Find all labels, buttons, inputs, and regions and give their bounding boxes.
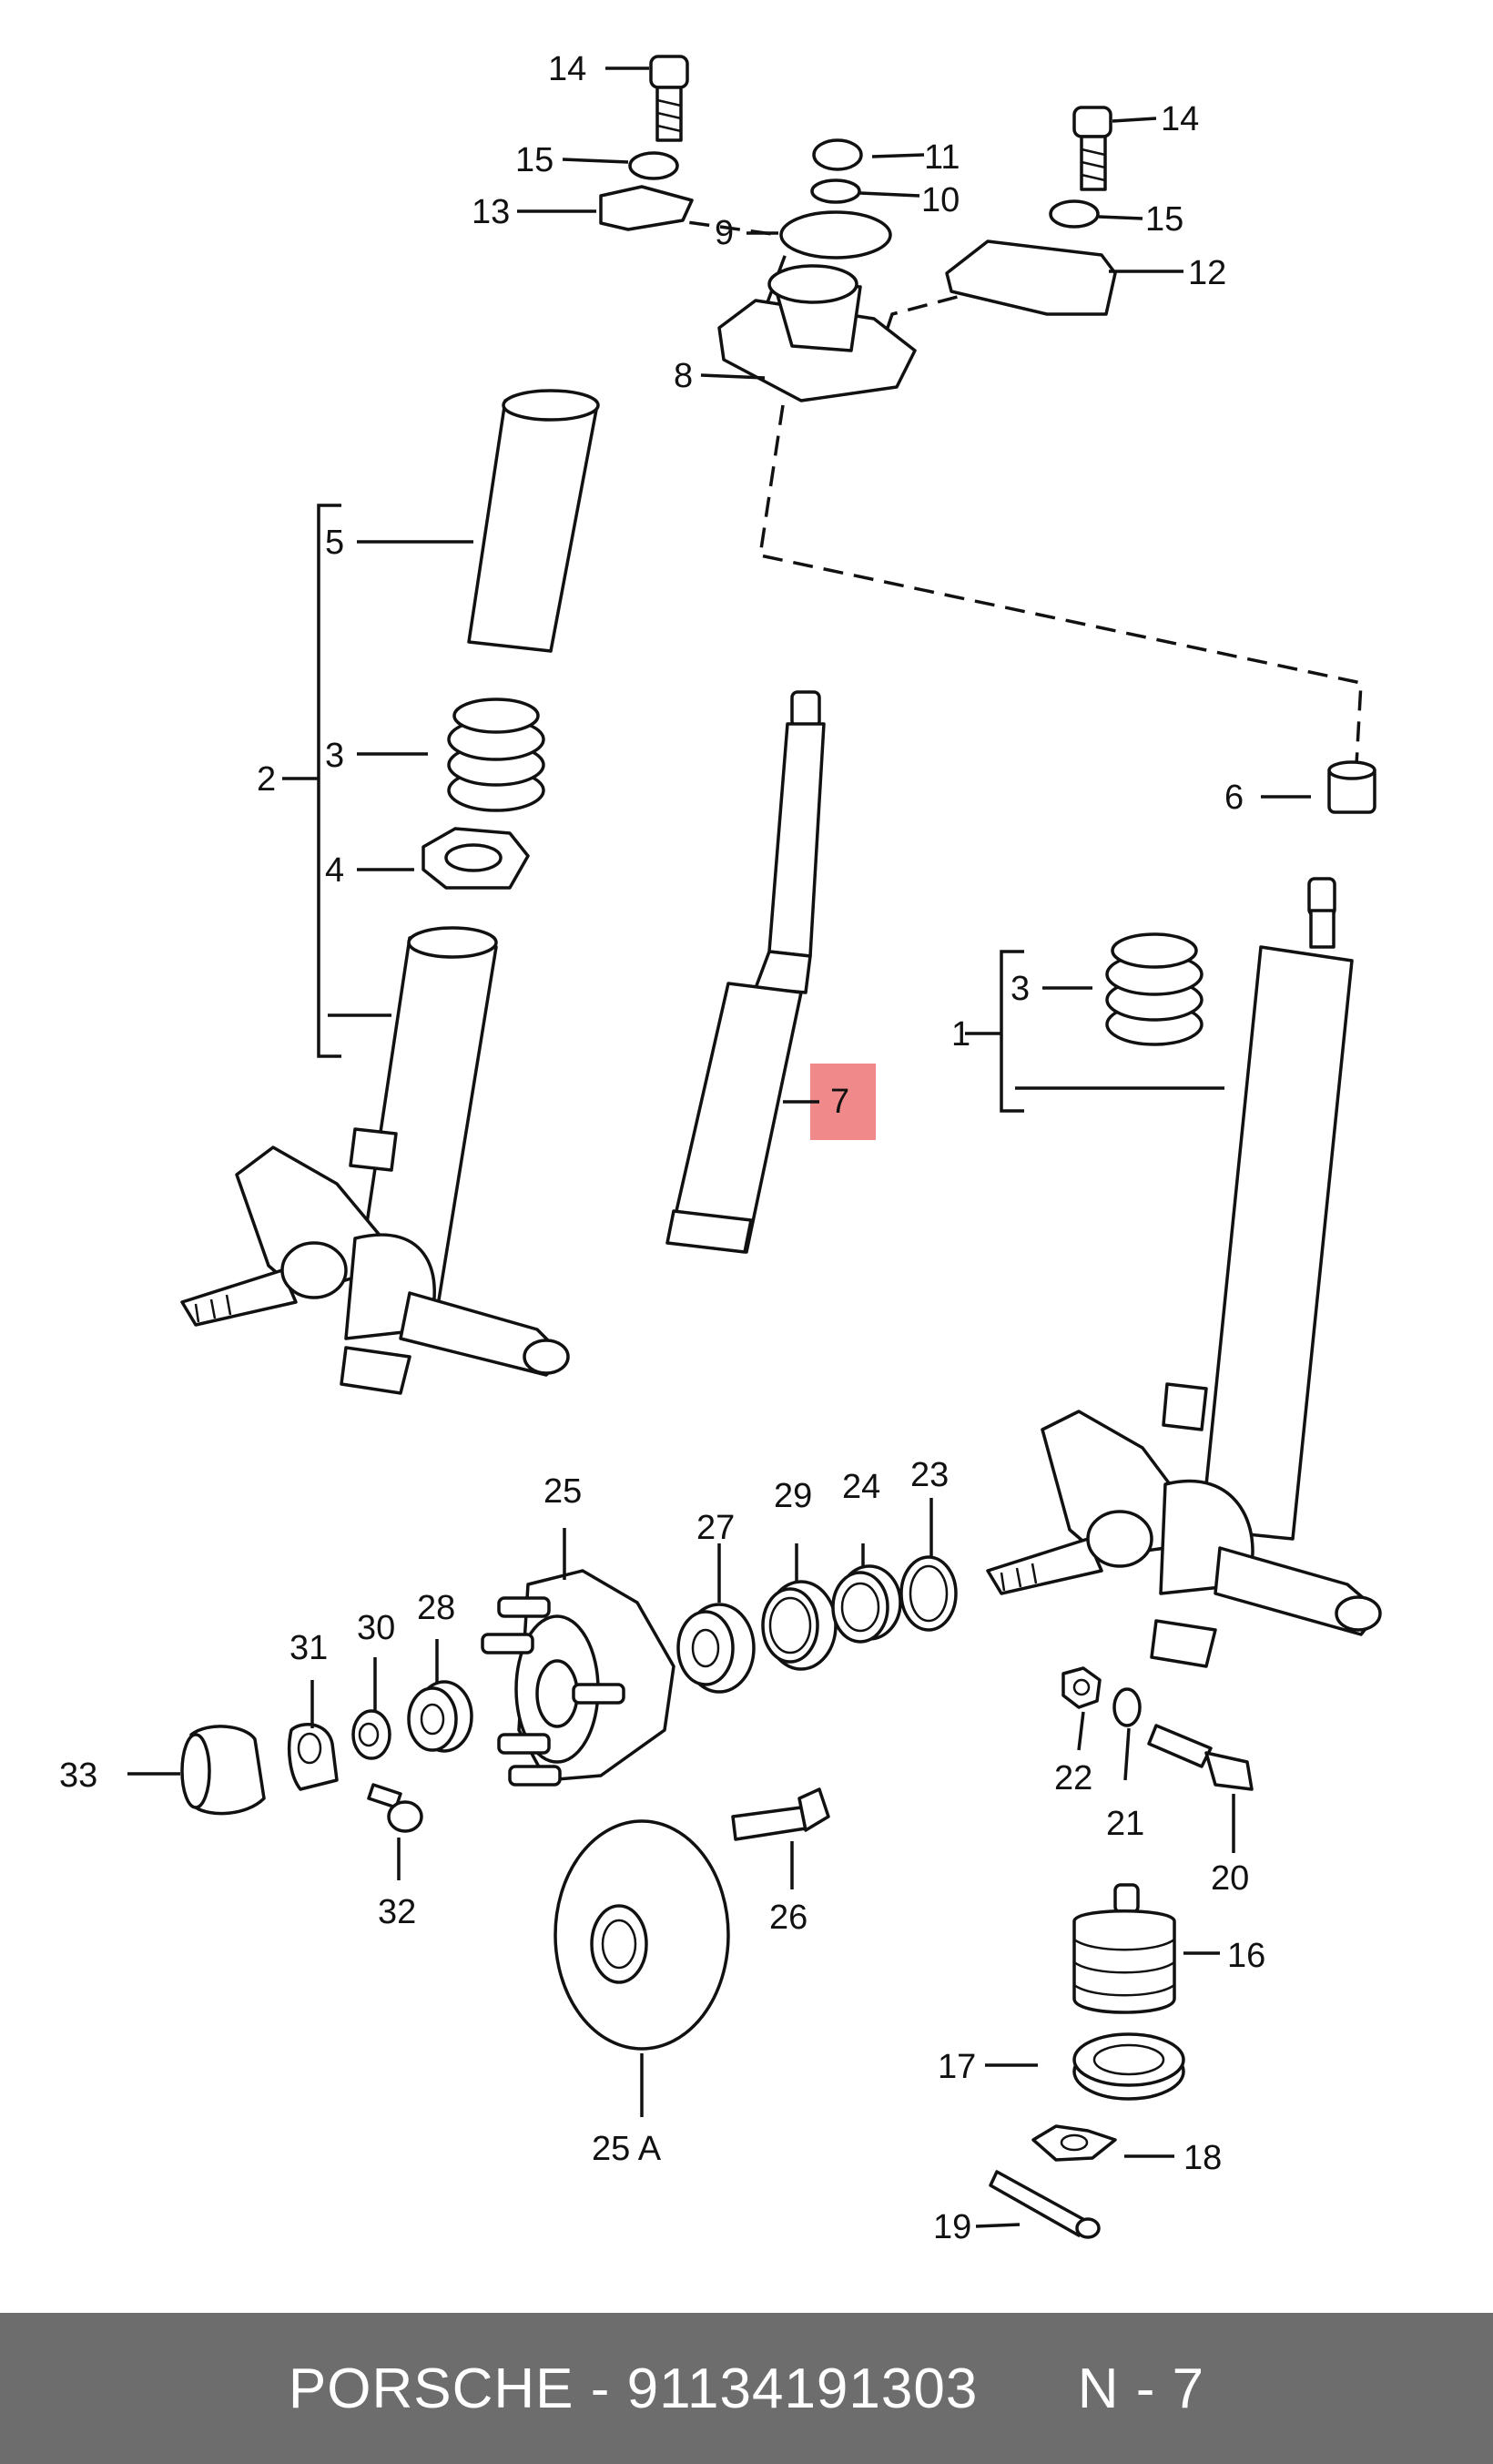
race-29 bbox=[761, 1580, 838, 1671]
hub-25 bbox=[481, 1569, 675, 1787]
label-21: 21 bbox=[1106, 1805, 1144, 1843]
bump-stop-3-left bbox=[447, 697, 545, 812]
spacer-4 bbox=[421, 827, 530, 890]
label-24: 24 bbox=[842, 1468, 880, 1506]
label-14-left: 14 bbox=[548, 50, 586, 88]
plate-13 bbox=[599, 185, 694, 231]
label-3-left: 3 bbox=[325, 737, 344, 775]
label-32: 32 bbox=[378, 1893, 416, 1931]
label-15-left: 15 bbox=[515, 141, 554, 179]
washer-10 bbox=[810, 178, 861, 204]
label-14-right: 14 bbox=[1161, 100, 1199, 138]
label-11: 11 bbox=[924, 138, 960, 177]
ball-joint-16 bbox=[1072, 1883, 1176, 2014]
lock-washer-18 bbox=[1031, 2124, 1117, 2162]
clamp-nut-31 bbox=[287, 1723, 339, 1791]
exploded-parts-diagram: 14 15 13 11 10 9 8 14 15 12 5 2 3 4 7 6 … bbox=[59, 50, 1382, 2246]
caption-section-number: 7 bbox=[1172, 2357, 1205, 2420]
bearing-27 bbox=[676, 1603, 756, 1694]
part-labels: 14 15 13 11 10 9 8 14 15 12 5 2 3 4 7 6 … bbox=[59, 50, 1265, 2246]
cotter-pin-19 bbox=[989, 2170, 1101, 2239]
label-5: 5 bbox=[325, 524, 344, 562]
label-8: 8 bbox=[674, 357, 693, 395]
grease-cap-33 bbox=[180, 1725, 266, 1816]
highlight-box-7 bbox=[810, 1064, 876, 1140]
dust-cover-5 bbox=[467, 389, 600, 653]
nut-11 bbox=[812, 138, 863, 171]
leader-lines bbox=[127, 66, 1235, 2228]
label-12: 12 bbox=[1188, 254, 1226, 292]
brake-disc-25a bbox=[554, 1819, 730, 2051]
bolt-14-right bbox=[1072, 106, 1112, 191]
seal-24 bbox=[831, 1564, 902, 1644]
bump-stop-3-right bbox=[1105, 932, 1204, 1046]
washer-21 bbox=[1112, 1687, 1142, 1727]
label-9: 9 bbox=[715, 214, 734, 252]
label-26: 26 bbox=[769, 1899, 807, 1937]
screw-20 bbox=[1147, 1724, 1254, 1791]
caption-part-number: 91134191303 bbox=[626, 2357, 979, 2420]
label-7: 7 bbox=[830, 1083, 849, 1121]
label-27: 27 bbox=[696, 1509, 735, 1547]
bushing-6 bbox=[1327, 760, 1376, 814]
label-13: 13 bbox=[472, 193, 510, 231]
cup-9 bbox=[779, 210, 892, 260]
label-23: 23 bbox=[910, 1456, 949, 1494]
label-30: 30 bbox=[357, 1609, 395, 1647]
label-10: 10 bbox=[921, 181, 960, 219]
label-2: 2 bbox=[257, 760, 276, 799]
caption-section: N bbox=[1077, 2357, 1120, 2420]
screw-32 bbox=[367, 1783, 423, 1833]
label-25: 25 bbox=[543, 1472, 582, 1511]
label-6: 6 bbox=[1224, 779, 1244, 817]
caption-bar: PORSCHE - 91134191303 N - 7 bbox=[0, 2313, 1493, 2464]
washer-15-right bbox=[1049, 199, 1100, 229]
label-31: 31 bbox=[289, 1629, 328, 1667]
label-33: 33 bbox=[59, 1756, 97, 1795]
label-3-right: 3 bbox=[1011, 970, 1030, 1008]
caption-separator-2: - bbox=[1119, 2357, 1173, 2420]
bracket-2 bbox=[282, 504, 341, 1058]
label-29: 29 bbox=[774, 1477, 812, 1515]
bearing-28 bbox=[407, 1680, 473, 1753]
ring-nut-17 bbox=[1072, 2032, 1185, 2101]
label-18: 18 bbox=[1183, 2139, 1222, 2177]
shock-absorber-7 bbox=[665, 690, 826, 1254]
label-22: 22 bbox=[1054, 1759, 1092, 1797]
label-4: 4 bbox=[325, 851, 344, 890]
label-28: 28 bbox=[417, 1589, 455, 1627]
bolt-14-left bbox=[649, 55, 689, 142]
caption-separator: - bbox=[574, 2357, 627, 2420]
ring-23 bbox=[899, 1555, 958, 1632]
label-25a: 25 A bbox=[592, 2130, 662, 2168]
label-16: 16 bbox=[1227, 1937, 1265, 1975]
label-19: 19 bbox=[933, 2208, 971, 2246]
left-strut-knuckle bbox=[180, 926, 570, 1395]
washer-15-left bbox=[628, 151, 679, 180]
bracket-1 bbox=[965, 950, 1224, 1113]
label-1: 1 bbox=[951, 1015, 970, 1054]
nut-22 bbox=[1061, 1666, 1102, 1709]
right-strut-knuckle bbox=[986, 877, 1382, 1668]
label-15-right: 15 bbox=[1145, 200, 1183, 239]
washer-30 bbox=[351, 1709, 391, 1760]
label-17: 17 bbox=[938, 2048, 976, 2086]
caption-brand: PORSCHE bbox=[288, 2357, 574, 2420]
label-20: 20 bbox=[1211, 1859, 1249, 1898]
bolt-26 bbox=[731, 1787, 830, 1841]
caption-gap bbox=[978, 2357, 1077, 2421]
strut-mount-8 bbox=[717, 264, 917, 402]
plate-12 bbox=[945, 239, 1117, 316]
